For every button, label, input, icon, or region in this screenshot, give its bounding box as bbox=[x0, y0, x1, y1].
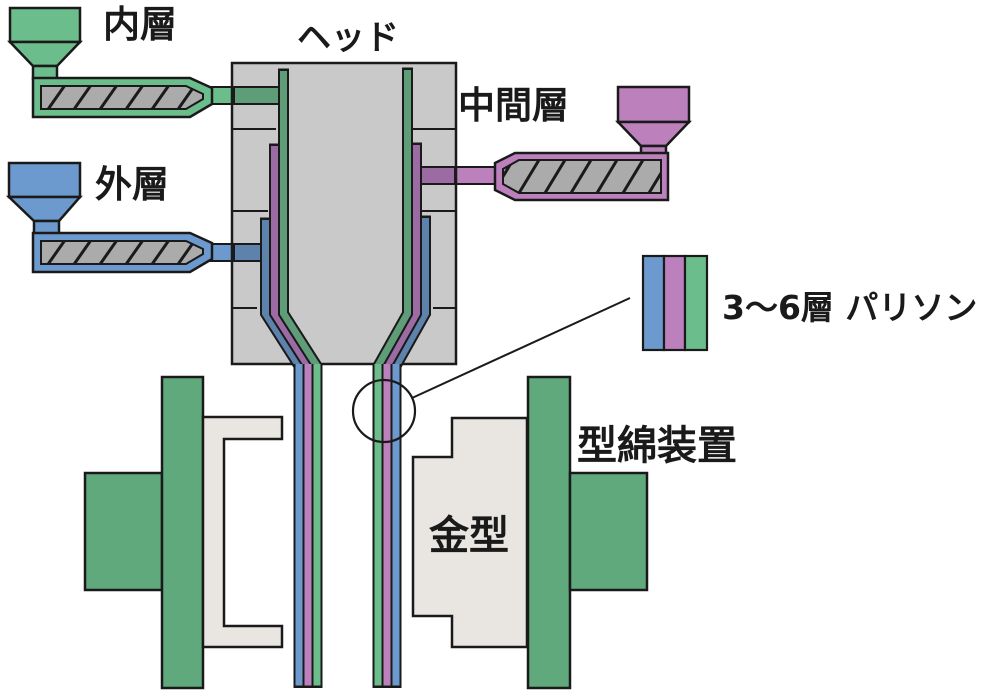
right-purple-channel bbox=[383, 145, 420, 368]
left-clamp-assembly bbox=[83, 375, 284, 690]
parison-tubes bbox=[293, 364, 402, 688]
left-blue-channel bbox=[262, 220, 302, 368]
parison-layer-swatch bbox=[641, 254, 709, 352]
label-inner-layer: 内層 bbox=[103, 3, 177, 46]
middle-layer-feed-channel bbox=[417, 166, 457, 185]
inner-layer-feed-channel bbox=[231, 86, 287, 105]
extrusion-head-border bbox=[230, 61, 458, 366]
right-blue-channel bbox=[392, 218, 429, 368]
label-outer-layer: 外層 bbox=[95, 163, 169, 206]
inner-layer-screw-hatch bbox=[42, 86, 203, 109]
right-green-channel bbox=[374, 70, 411, 368]
inner-layer-hopper bbox=[8, 6, 82, 44]
label-middle-layer: 中間層 bbox=[458, 84, 569, 127]
label-head: ヘッド bbox=[297, 18, 399, 58]
swatch-purple-layer bbox=[662, 254, 687, 352]
callout-leader-line bbox=[411, 297, 631, 399]
outer-layer-screw-hatch bbox=[42, 241, 203, 264]
left-clamp-cylinder bbox=[83, 471, 164, 592]
head-melt-channels-left bbox=[260, 68, 322, 369]
label-parison: 3〜6層 パリソン bbox=[722, 288, 977, 327]
middle-layer-nozzle-pipe bbox=[454, 166, 500, 185]
swatch-blue-layer bbox=[641, 254, 666, 352]
left-mold-half bbox=[201, 415, 284, 649]
right-clamp-cylinder bbox=[568, 471, 649, 592]
right-platen bbox=[526, 375, 572, 690]
inner-layer-screw-bore bbox=[40, 85, 204, 110]
outer-layer-hopper bbox=[7, 161, 82, 199]
swatch-green-layer bbox=[683, 254, 709, 352]
outer-layer-screw-bore bbox=[40, 240, 204, 265]
parison-highlight-circle bbox=[351, 378, 417, 444]
middle-layer-hopper bbox=[616, 85, 691, 124]
head-melt-channels-right bbox=[373, 67, 431, 369]
left-platen bbox=[160, 375, 205, 690]
label-clamping-device: 型綿装置 bbox=[577, 423, 737, 469]
head-section-lines bbox=[232, 128, 456, 309]
left-purple-channel bbox=[271, 146, 311, 368]
left-green-channel bbox=[280, 71, 320, 368]
right-clamp-assembly bbox=[411, 375, 649, 690]
label-mold: 金型 bbox=[428, 513, 509, 559]
